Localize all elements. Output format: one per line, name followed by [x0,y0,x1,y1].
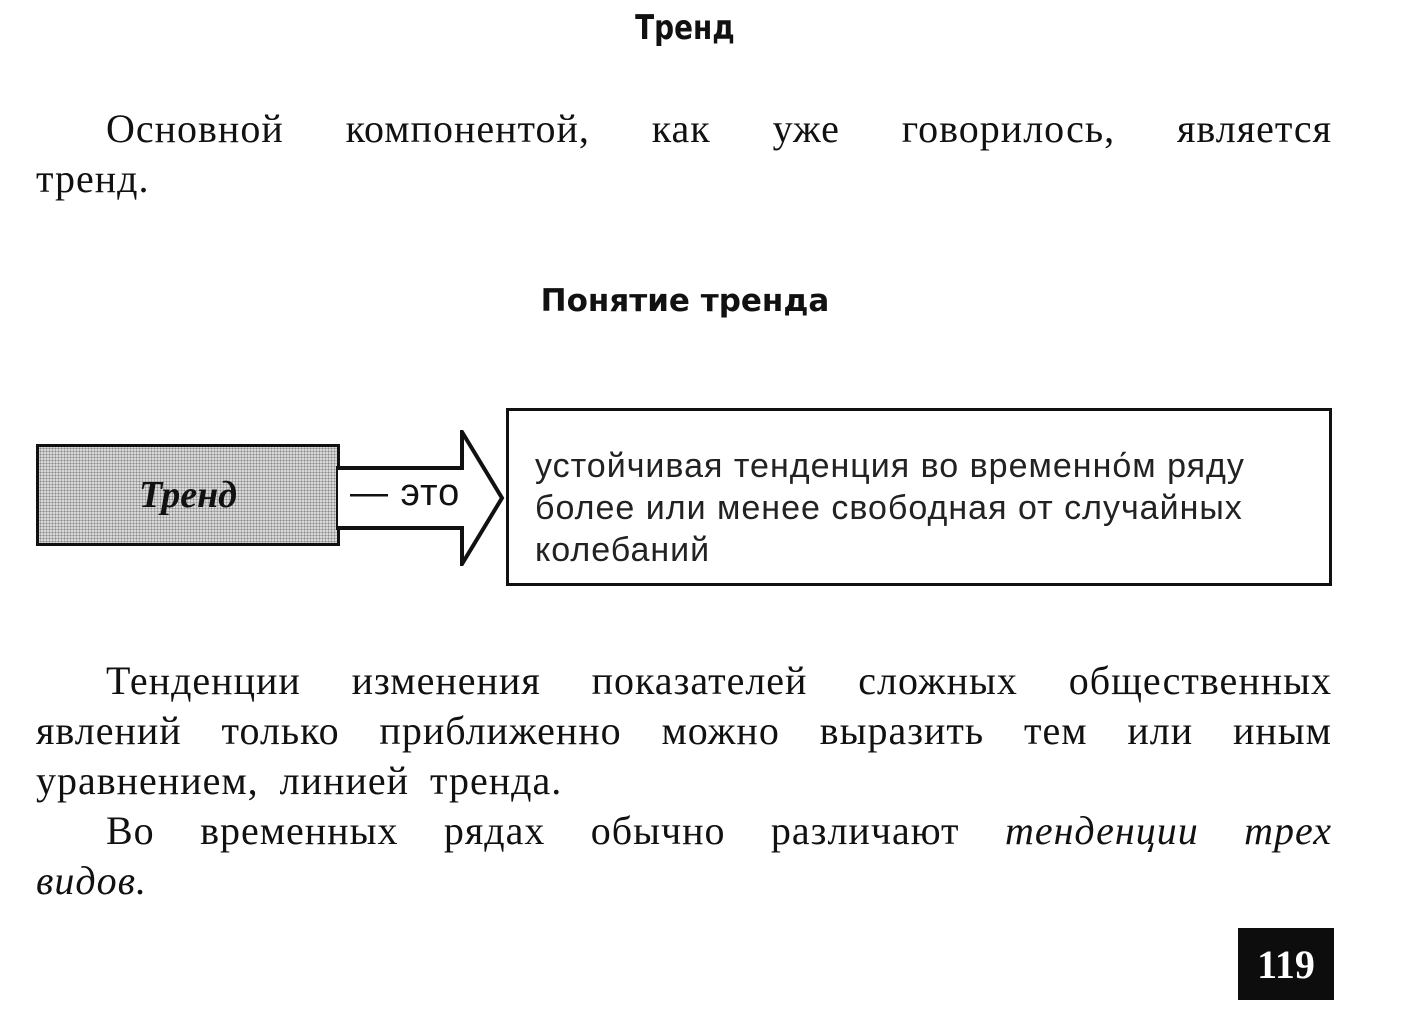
diagram-title: Понятие тренда [540,283,830,319]
term-label: Тренд [138,474,238,516]
definition-box: устойчивая тенденция во временно́м ряду … [506,408,1332,586]
page-number: 119 [1238,928,1334,1000]
term-box: Тренд [36,444,340,546]
section-title: Тренд [635,8,735,48]
emphasized-text: тенденции трех видов. [36,808,1333,903]
body-paragraph-2: Во временных рядах обычно различают тенд… [36,806,1332,906]
intro-paragraph-text: Основной компонентой, как уже говорилось… [36,106,1332,201]
intro-paragraph: Основной компонентой, как уже говорилось… [36,104,1332,204]
connector-label: — это [350,472,461,514]
body-paragraph-2-text: Во временных рядах обычно различают [106,808,1005,853]
definition-text: устойчивая тенденция во временно́м ряду … [535,447,1245,569]
right-arrow-icon [336,430,505,566]
body-paragraph-1: Тенденции изменения показателей сложных … [36,656,1332,806]
body-paragraph-1-text: Тенденции изменения показателей сложных … [36,658,1332,803]
